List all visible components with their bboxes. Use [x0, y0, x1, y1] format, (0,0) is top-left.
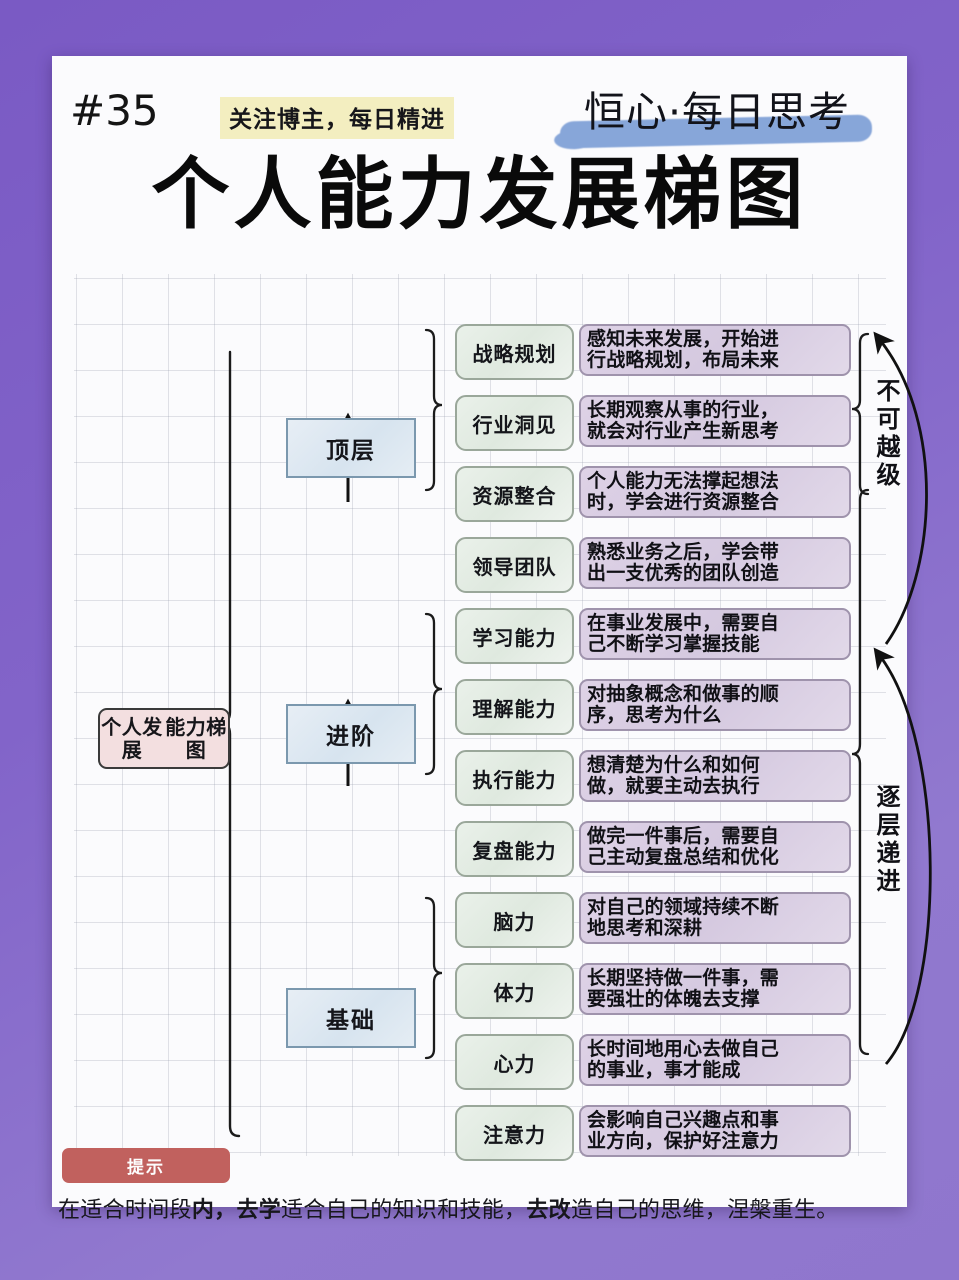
desc-box-2[interactable]: 个人能力无法撑起想法时，学会进行资源整合 [579, 466, 851, 518]
ability-box-5[interactable]: 理解能力 [455, 679, 574, 735]
desc-5-line1: 对抽象概念和做事的顺 [587, 682, 780, 705]
tip-seg-1: 在 [58, 1198, 81, 1223]
layer-box-mid[interactable]: 进阶 [286, 704, 416, 764]
tip-badge: 提示 [62, 1148, 230, 1183]
ability-box-8[interactable]: 脑力 [455, 892, 574, 948]
desc-box-0[interactable]: 感知未来发展，开始进行战略规划，布局未来 [579, 324, 851, 376]
desc-10-line2: 的事业，事才能成 [587, 1059, 741, 1081]
desc-4-line1: 在事业发展中，需要自 [587, 611, 780, 634]
tip-seg-3: 内， [191, 1198, 237, 1223]
desc-box-7[interactable]: 做完一件事后，需要自己主动复盘总结和优化 [579, 821, 851, 873]
desc-2-line2: 时，学会进行资源整合 [587, 491, 780, 513]
desc-6-line1: 想清楚为什么和如何 [587, 753, 760, 776]
desc-0-line2: 行战略规划，布局未来 [587, 349, 780, 371]
tip-seg-8: 涅槃重生。 [727, 1198, 839, 1223]
desc-box-3[interactable]: 熟悉业务之后，学会带出一支优秀的团队创造 [579, 537, 851, 589]
ability-box-3[interactable]: 领导团队 [455, 537, 574, 593]
ability-box-11[interactable]: 注意力 [455, 1105, 574, 1161]
follow-badge: 关注博主，每日精进 [220, 97, 454, 139]
root-node[interactable]: 个人发展 能力梯图 [98, 708, 230, 769]
side-note-no-skip: 不可越级 [872, 378, 900, 490]
ability-box-0[interactable]: 战略规划 [455, 324, 574, 380]
desc-8-line2: 地思考和深耕 [587, 917, 703, 939]
side-note-step-by-step: 逐层递进 [872, 784, 900, 896]
desc-box-9[interactable]: 长期坚持做一件事，需要强壮的体魄去支撑 [579, 963, 851, 1015]
root-node-line1: 个人发展 [101, 715, 163, 762]
ability-box-9[interactable]: 体力 [455, 963, 574, 1019]
desc-11-line1: 会影响自己兴趣点和事 [587, 1108, 780, 1131]
tip-seg-2: 适合时间段 [80, 1198, 192, 1223]
ability-box-1[interactable]: 行业洞见 [455, 395, 574, 451]
paper-card: #35 关注博主，每日精进 恒心·每日思考 个人能力发展梯图 [52, 56, 932, 1223]
ability-box-2[interactable]: 资源整合 [455, 466, 574, 522]
desc-box-11[interactable]: 会影响自己兴趣点和事业方向，保护好注意力 [579, 1105, 851, 1157]
issue-number: #35 [70, 86, 159, 135]
layer-box-top[interactable]: 顶层 [286, 418, 416, 478]
tip-seg-5: 适合自己的知识和技能， [281, 1198, 527, 1223]
desc-10-line1: 长时间地用心去做自己 [587, 1037, 780, 1060]
brand-title: 恒心·每日思考 [583, 88, 851, 136]
page-title: 个人能力发展梯图 [151, 150, 808, 240]
tip-seg-6: 去改 [526, 1198, 571, 1223]
desc-box-5[interactable]: 对抽象概念和做事的顺序，思考为什么 [579, 679, 851, 731]
desc-9-line1: 长期坚持做一件事，需 [587, 966, 780, 989]
ability-box-4[interactable]: 学习能力 [455, 608, 574, 664]
desc-1-line2: 就会对行业产生新思考 [587, 420, 780, 442]
desc-box-6[interactable]: 想清楚为什么和如何做，就要主动去执行 [579, 750, 851, 802]
desc-box-1[interactable]: 长期观察从事的行业，就会对行业产生新思考 [579, 395, 851, 447]
desc-0-line1: 感知未来发展，开始进 [587, 327, 780, 350]
desc-9-line2: 要强壮的体魄去支撑 [587, 988, 760, 1010]
ability-box-10[interactable]: 心力 [455, 1034, 574, 1090]
desc-5-line2: 序，思考为什么 [587, 704, 722, 726]
desc-3-line1: 熟悉业务之后，学会带 [587, 540, 780, 563]
desc-11-line2: 业方向，保护好注意力 [587, 1130, 780, 1152]
tip-text: 在适合时间段内，去学适合自己的知识和技能，去改造自己的思维，涅槃重生。 [58, 1192, 903, 1224]
desc-6-line2: 做，就要主动去执行 [587, 775, 760, 797]
desc-3-line2: 出一支优秀的团队创造 [587, 562, 780, 584]
diagram-canvas: 个人发展 能力梯图 顶层 进阶 基础 战略规划 行业洞见 资源整合 领导团队 学… [74, 274, 932, 1161]
layer-box-base[interactable]: 基础 [286, 988, 416, 1048]
desc-box-10[interactable]: 长时间地用心去做自己的事业，事才能成 [579, 1034, 851, 1086]
desc-box-8[interactable]: 对自己的领域持续不断地思考和深耕 [579, 892, 851, 944]
desc-1-line1: 长期观察从事的行业， [587, 398, 780, 421]
desc-box-4[interactable]: 在事业发展中，需要自己不断学习掌握技能 [579, 608, 851, 660]
desc-8-line1: 对自己的领域持续不断 [587, 895, 780, 918]
desc-2-line1: 个人能力无法撑起想法 [587, 469, 780, 492]
ability-box-6[interactable]: 执行能力 [455, 750, 574, 806]
tip-seg-4: 去学 [236, 1198, 282, 1223]
desc-4-line2: 己不断学习掌握技能 [587, 633, 760, 655]
tip-seg-7: 造自己的思维， [570, 1198, 728, 1223]
ability-box-7[interactable]: 复盘能力 [455, 821, 574, 877]
brand-block: 恒心·每日思考 [552, 78, 882, 150]
root-node-line2: 能力梯图 [165, 715, 227, 762]
desc-7-line1: 做完一件事后，需要自 [587, 824, 780, 847]
desc-7-line2: 己主动复盘总结和优化 [587, 846, 780, 868]
